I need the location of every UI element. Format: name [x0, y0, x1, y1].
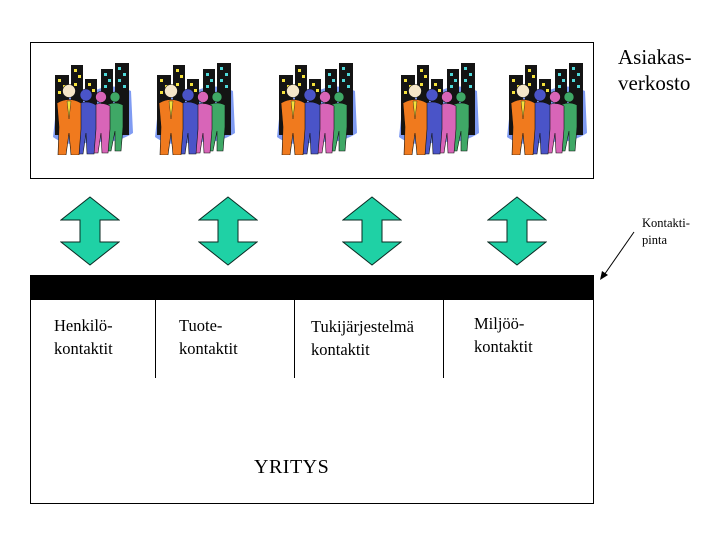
- contact-surface-line1: Kontakti-: [642, 216, 690, 230]
- environment-contacts-label: Miljöö- kontaktit: [474, 312, 533, 358]
- business-crowd-icon: [151, 61, 237, 155]
- network-label-line1: Asiakas-: [618, 45, 692, 69]
- contact-surface-label: Kontakti- pinta: [642, 215, 690, 249]
- contact-type-line2: kontaktit: [474, 337, 533, 356]
- support-system-contacts-label: Tukijärjestelmä kontaktit: [311, 315, 414, 361]
- contact-type-line2: kontaktit: [54, 339, 113, 358]
- double-arrow-icon: [342, 196, 402, 266]
- pointer-arrow-icon: [600, 231, 635, 280]
- column-divider: [443, 300, 444, 378]
- business-crowd-icon: [273, 61, 359, 155]
- contact-type-line1: Tuote-: [179, 316, 223, 335]
- column-divider: [294, 300, 295, 378]
- company-label: YRITYS: [254, 456, 330, 478]
- contact-type-line2: kontaktit: [179, 339, 238, 358]
- contact-type-line1: Henkilö-: [54, 316, 113, 335]
- contact-type-line1: Miljöö-: [474, 314, 525, 333]
- business-crowd-icon: [503, 61, 589, 155]
- customer-network-box: [30, 42, 594, 179]
- double-arrow-icon: [198, 196, 258, 266]
- business-crowd-icon: [395, 61, 481, 155]
- column-divider: [155, 300, 156, 378]
- customer-network-label: Asiakas- verkosto: [618, 44, 691, 96]
- double-arrow-icon: [487, 196, 547, 266]
- contact-surface-line2: pinta: [642, 233, 667, 247]
- personal-contacts-label: Henkilö- kontaktit: [54, 314, 113, 360]
- network-label-line2: verkosto: [618, 71, 691, 95]
- double-arrow-icon: [60, 196, 120, 266]
- business-crowd-icon: [49, 61, 135, 155]
- contact-type-line1: Tukijärjestelmä: [311, 317, 414, 336]
- product-contacts-label: Tuote- kontaktit: [179, 314, 238, 360]
- contact-type-line2: kontaktit: [311, 340, 370, 359]
- contact-surface-bar: [30, 275, 594, 300]
